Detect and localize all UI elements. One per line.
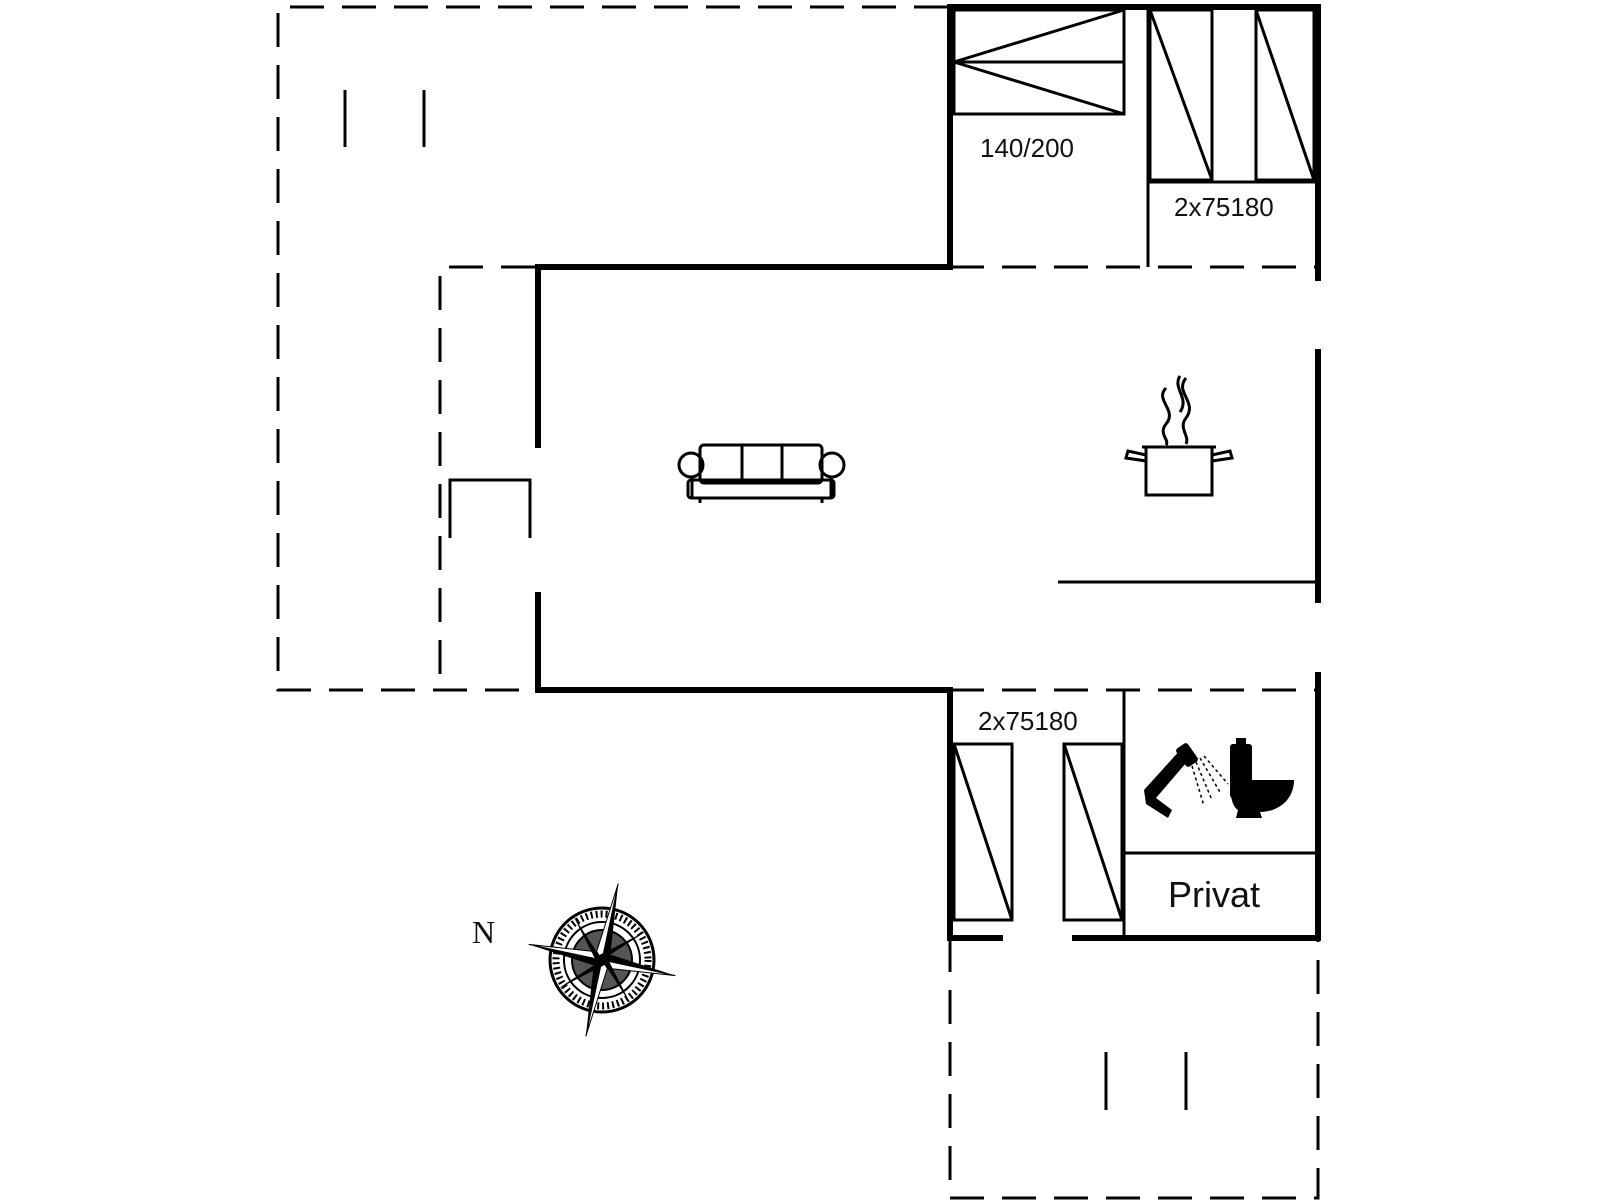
terrace-bottom: [948, 938, 1320, 1200]
cooking-pot-icon: [1124, 375, 1234, 497]
entrance-step: [448, 478, 532, 538]
bed-twin-top: [1148, 8, 1318, 184]
sofa-icon: [677, 443, 846, 503]
bed-double-label: 140/200: [980, 133, 1074, 163]
interior-walls: [950, 7, 1318, 938]
terrace-left: [276, 5, 948, 692]
exterior-walls: [535, 4, 1321, 941]
toilet-icon: [1230, 738, 1294, 818]
compass-rose-icon: [528, 883, 676, 1037]
bed-twin-top-label: 2x75180: [1174, 192, 1274, 222]
north-label: N: [472, 914, 496, 950]
bed-twin-bottom: [952, 742, 1124, 922]
bed-double: [952, 8, 1126, 116]
bed-twin-bottom-label: 2x75180: [978, 706, 1078, 736]
private-room-label: Privat: [1168, 874, 1261, 915]
shower-icon: [1144, 743, 1229, 818]
